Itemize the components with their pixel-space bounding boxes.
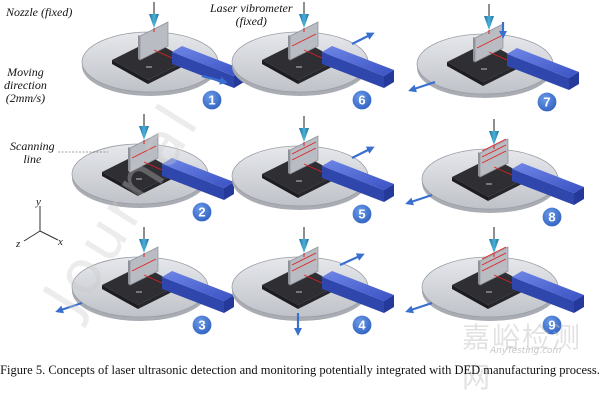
panel-number: 9: [548, 318, 555, 333]
panel-number: 5: [358, 207, 365, 222]
scan-line: [131, 145, 157, 159]
moving-direction-label: Moving direction (2mm/s): [4, 65, 47, 105]
direction-arrow-icon: [351, 32, 375, 45]
axis-z-label: z: [16, 238, 21, 250]
panel-number: 8: [548, 210, 555, 225]
scan-line: [481, 258, 507, 272]
axis-triad: [23, 206, 59, 242]
scan-line: [481, 144, 507, 158]
turntable-assembly: [421, 246, 585, 322]
watermark-en: AnyTesting.com: [490, 346, 562, 356]
panel-number: 1: [208, 93, 215, 108]
scan-line: [291, 147, 317, 161]
scan-line: [291, 252, 317, 266]
panel-3: 3: [55, 226, 235, 336]
scan-line: [291, 33, 317, 47]
turntable-assembly: [231, 246, 395, 322]
panel-number: 3: [198, 318, 205, 333]
panel-1: 1: [81, 1, 245, 111]
panel-5: 5: [231, 115, 395, 225]
figure-caption: Figure 5. Concepts of laser ultrasonic d…: [0, 363, 600, 377]
panel-badge: [351, 314, 373, 336]
panel-badge: [191, 201, 213, 223]
panel-badge: [541, 206, 563, 228]
panel-number: 6: [358, 93, 365, 108]
panel-number: 7: [543, 95, 550, 110]
panel-badge: [191, 314, 213, 336]
scan-line: [291, 258, 317, 272]
turntable-assembly: [231, 21, 395, 97]
panel-number: 2: [198, 205, 205, 220]
direction-arrow-icon: [351, 146, 375, 159]
panel-6: 6: [231, 1, 395, 111]
direction-arrow-icon: [339, 253, 365, 267]
panel-9: 9: [405, 226, 585, 336]
scan-line: [131, 258, 157, 272]
nozzle-label: Nozzle (fixed): [6, 5, 73, 19]
panel-2: 2: [71, 113, 235, 223]
scan-line: [481, 252, 507, 266]
turntable-assembly: [231, 135, 395, 211]
direction-arrow-icon: [405, 193, 433, 206]
scan-line: [481, 150, 507, 164]
panel-badge: [351, 203, 373, 225]
turntable-assembly: [421, 138, 585, 214]
panel-4: 4: [231, 226, 395, 336]
direction-arrow-icon: [408, 80, 436, 93]
panel-badge: [536, 91, 558, 113]
scanning-line-label: Scanning line: [10, 139, 55, 166]
direction-arrow-icon: [405, 301, 433, 314]
laser-vibrometer-label: Laser vibrometer (fixed): [210, 1, 293, 28]
scan-line: [476, 35, 502, 49]
panel-number: 4: [358, 318, 366, 333]
direction-arrow-icon: [201, 74, 228, 85]
watermark-cn: 嘉峪检测网: [462, 321, 583, 394]
axis-x-label: x: [58, 236, 63, 248]
scan-line: [291, 141, 317, 155]
panel-badge: [201, 89, 223, 111]
turntable-assembly: [81, 21, 245, 97]
panel-8: 8: [405, 118, 585, 228]
panel-badge: [351, 89, 373, 111]
panel-badge: [541, 314, 563, 336]
axis-y-label: y: [36, 196, 41, 208]
panel-7: 7: [408, 3, 580, 113]
direction-arrow-icon: [55, 301, 83, 314]
turntable-assembly: [416, 23, 580, 99]
